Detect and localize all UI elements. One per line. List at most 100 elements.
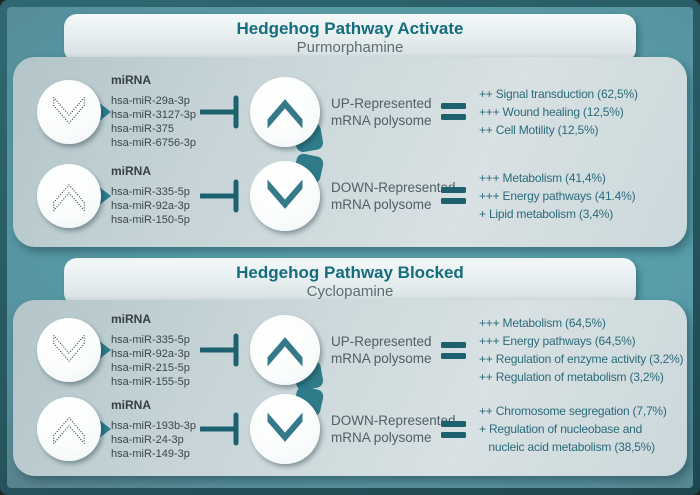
function-line: + Regulation of nucleobase and (479, 422, 643, 437)
mirna-item: hsa-miR-155-5p (111, 375, 190, 388)
polysome-label-line: mRNA polysome (331, 430, 432, 446)
equals-icon (441, 420, 466, 438)
polysome-circle (250, 160, 320, 231)
section-activate-titlebar: Hedgehog Pathway Activate Purmorphamine (64, 14, 636, 62)
chevron-up-dotted-icon (53, 417, 85, 445)
mirna-item: hsa-miR-6756-3p (111, 137, 196, 150)
mirna-bubble (37, 397, 111, 462)
polysome-label-line: mRNA polysome (331, 351, 432, 367)
mirna-item: hsa-miR-149-3p (111, 447, 190, 460)
mirna-bubble (37, 318, 111, 383)
function-list: ++ Signal transduction (62,5%) +++ Wound … (469, 85, 679, 139)
function-line: ++ Chromosome segregation (7,7%) (479, 404, 667, 419)
inhibition-arrow-icon (200, 333, 239, 367)
mirna-bubble (37, 79, 111, 144)
mirna-item: hsa-miR-193b-3p (111, 419, 196, 432)
function-line: + Lipid metabolism (3,4%) (479, 206, 614, 221)
mirna-label: miRNA (111, 311, 152, 326)
polysome-label-line: mRNA polysome (331, 112, 432, 128)
mirna-label: miRNA (111, 164, 152, 179)
mirna-circle (37, 163, 101, 228)
polysome-bubble (250, 152, 325, 231)
mirna-circle (37, 79, 101, 144)
chevron-down-dotted-icon (53, 335, 85, 362)
polysome-label-line: UP-Represented (331, 95, 432, 111)
polysome-label-line: UP-Represented (331, 334, 432, 350)
section-title: Hedgehog Pathway Activate (236, 19, 464, 38)
mirna-circle (37, 318, 101, 383)
mirna-item: hsa-miR-29a-3p (111, 95, 190, 108)
function-line: +++ Energy pathways (64,5%) (479, 334, 636, 349)
chevron-up-solid-icon (267, 98, 303, 129)
function-list: ++ Chromosome segregation (7,7%) + Regula… (469, 402, 679, 456)
chevron-down-solid-icon (267, 179, 303, 209)
bubble-pointer (98, 340, 111, 361)
section-subtitle: Cyclopamine (306, 283, 394, 300)
polysome-label-line: mRNA polysome (331, 196, 432, 212)
function-list: +++ Metabolism (41,4%) +++ Energy pathway… (469, 169, 679, 223)
mirna-label: miRNA (111, 73, 152, 88)
mirna-item: hsa-miR-92a-3p (111, 347, 190, 360)
mirna-item: hsa-miR-215-5p (111, 361, 190, 374)
polysome-circle (250, 315, 320, 386)
polysome-bubble (250, 385, 325, 465)
function-line: +++ Metabolism (41,4%) (479, 170, 606, 185)
mirna-label: miRNA (111, 397, 152, 412)
polysome-bubble (250, 76, 325, 153)
function-line: ++ Signal transduction (62,5%) (479, 86, 638, 101)
mirna-circle (37, 397, 101, 462)
section-subtitle: Purmorphamine (296, 39, 404, 56)
polysome-circle (250, 394, 320, 465)
equals-icon (441, 341, 466, 359)
mirna-bubble (37, 163, 111, 228)
chevron-up-solid-icon (267, 337, 303, 367)
function-line: +++ Metabolism (64,5%) (479, 316, 606, 331)
mirna-item: hsa-miR-335-5p (111, 333, 190, 346)
function-line: ++ Regulation of metabolism (3,2%) (479, 370, 664, 385)
mirna-item: hsa-miR-24-3p (111, 433, 184, 446)
inhibition-arrow-icon (200, 179, 239, 213)
chevron-down-solid-icon (267, 412, 303, 443)
bubble-pointer (98, 101, 111, 122)
function-line: +++ Wound healing (12,5%) (479, 104, 624, 119)
polysome-circle (250, 76, 320, 147)
section-blocked-titlebar: Hedgehog Pathway Blocked Cyclopamine (64, 258, 636, 306)
bubble-pointer (98, 419, 111, 440)
function-list: +++ Metabolism (64,5%) +++ Energy pathway… (469, 314, 684, 386)
chevron-down-dotted-icon (53, 96, 85, 124)
mirna-item: hsa-miR-92a-3p (111, 200, 190, 213)
mirna-item: hsa-miR-150-5p (111, 214, 190, 227)
mirna-item: hsa-miR-375 (111, 123, 174, 136)
function-line: ++ Cell Motility (12,5%) (479, 122, 599, 137)
equals-icon (441, 103, 466, 121)
function-line: +++ Energy pathways (41.4%) (479, 188, 636, 203)
section-title: Hedgehog Pathway Blocked (236, 263, 464, 282)
function-line: ++ Regulation of enzyme activity (3,2%) (479, 352, 684, 367)
polysome-label-line: DOWN-Represented (331, 413, 456, 429)
polysome-label-line: DOWN-Represented (331, 179, 456, 195)
mirna-item: hsa-miR-335-5p (111, 186, 190, 199)
function-line: nucleic acid metabolism (38,5%) (479, 440, 655, 455)
equals-icon (441, 187, 466, 205)
inhibition-arrow-icon (200, 412, 239, 446)
mirna-item: hsa-miR-3127-3p (111, 109, 196, 122)
chevron-up-dotted-icon (53, 183, 85, 211)
bubble-pointer (98, 185, 111, 206)
figure-background: Hedgehog Pathway Activate Purmorphamine (7, 7, 693, 488)
inhibition-arrow-icon (200, 95, 239, 129)
